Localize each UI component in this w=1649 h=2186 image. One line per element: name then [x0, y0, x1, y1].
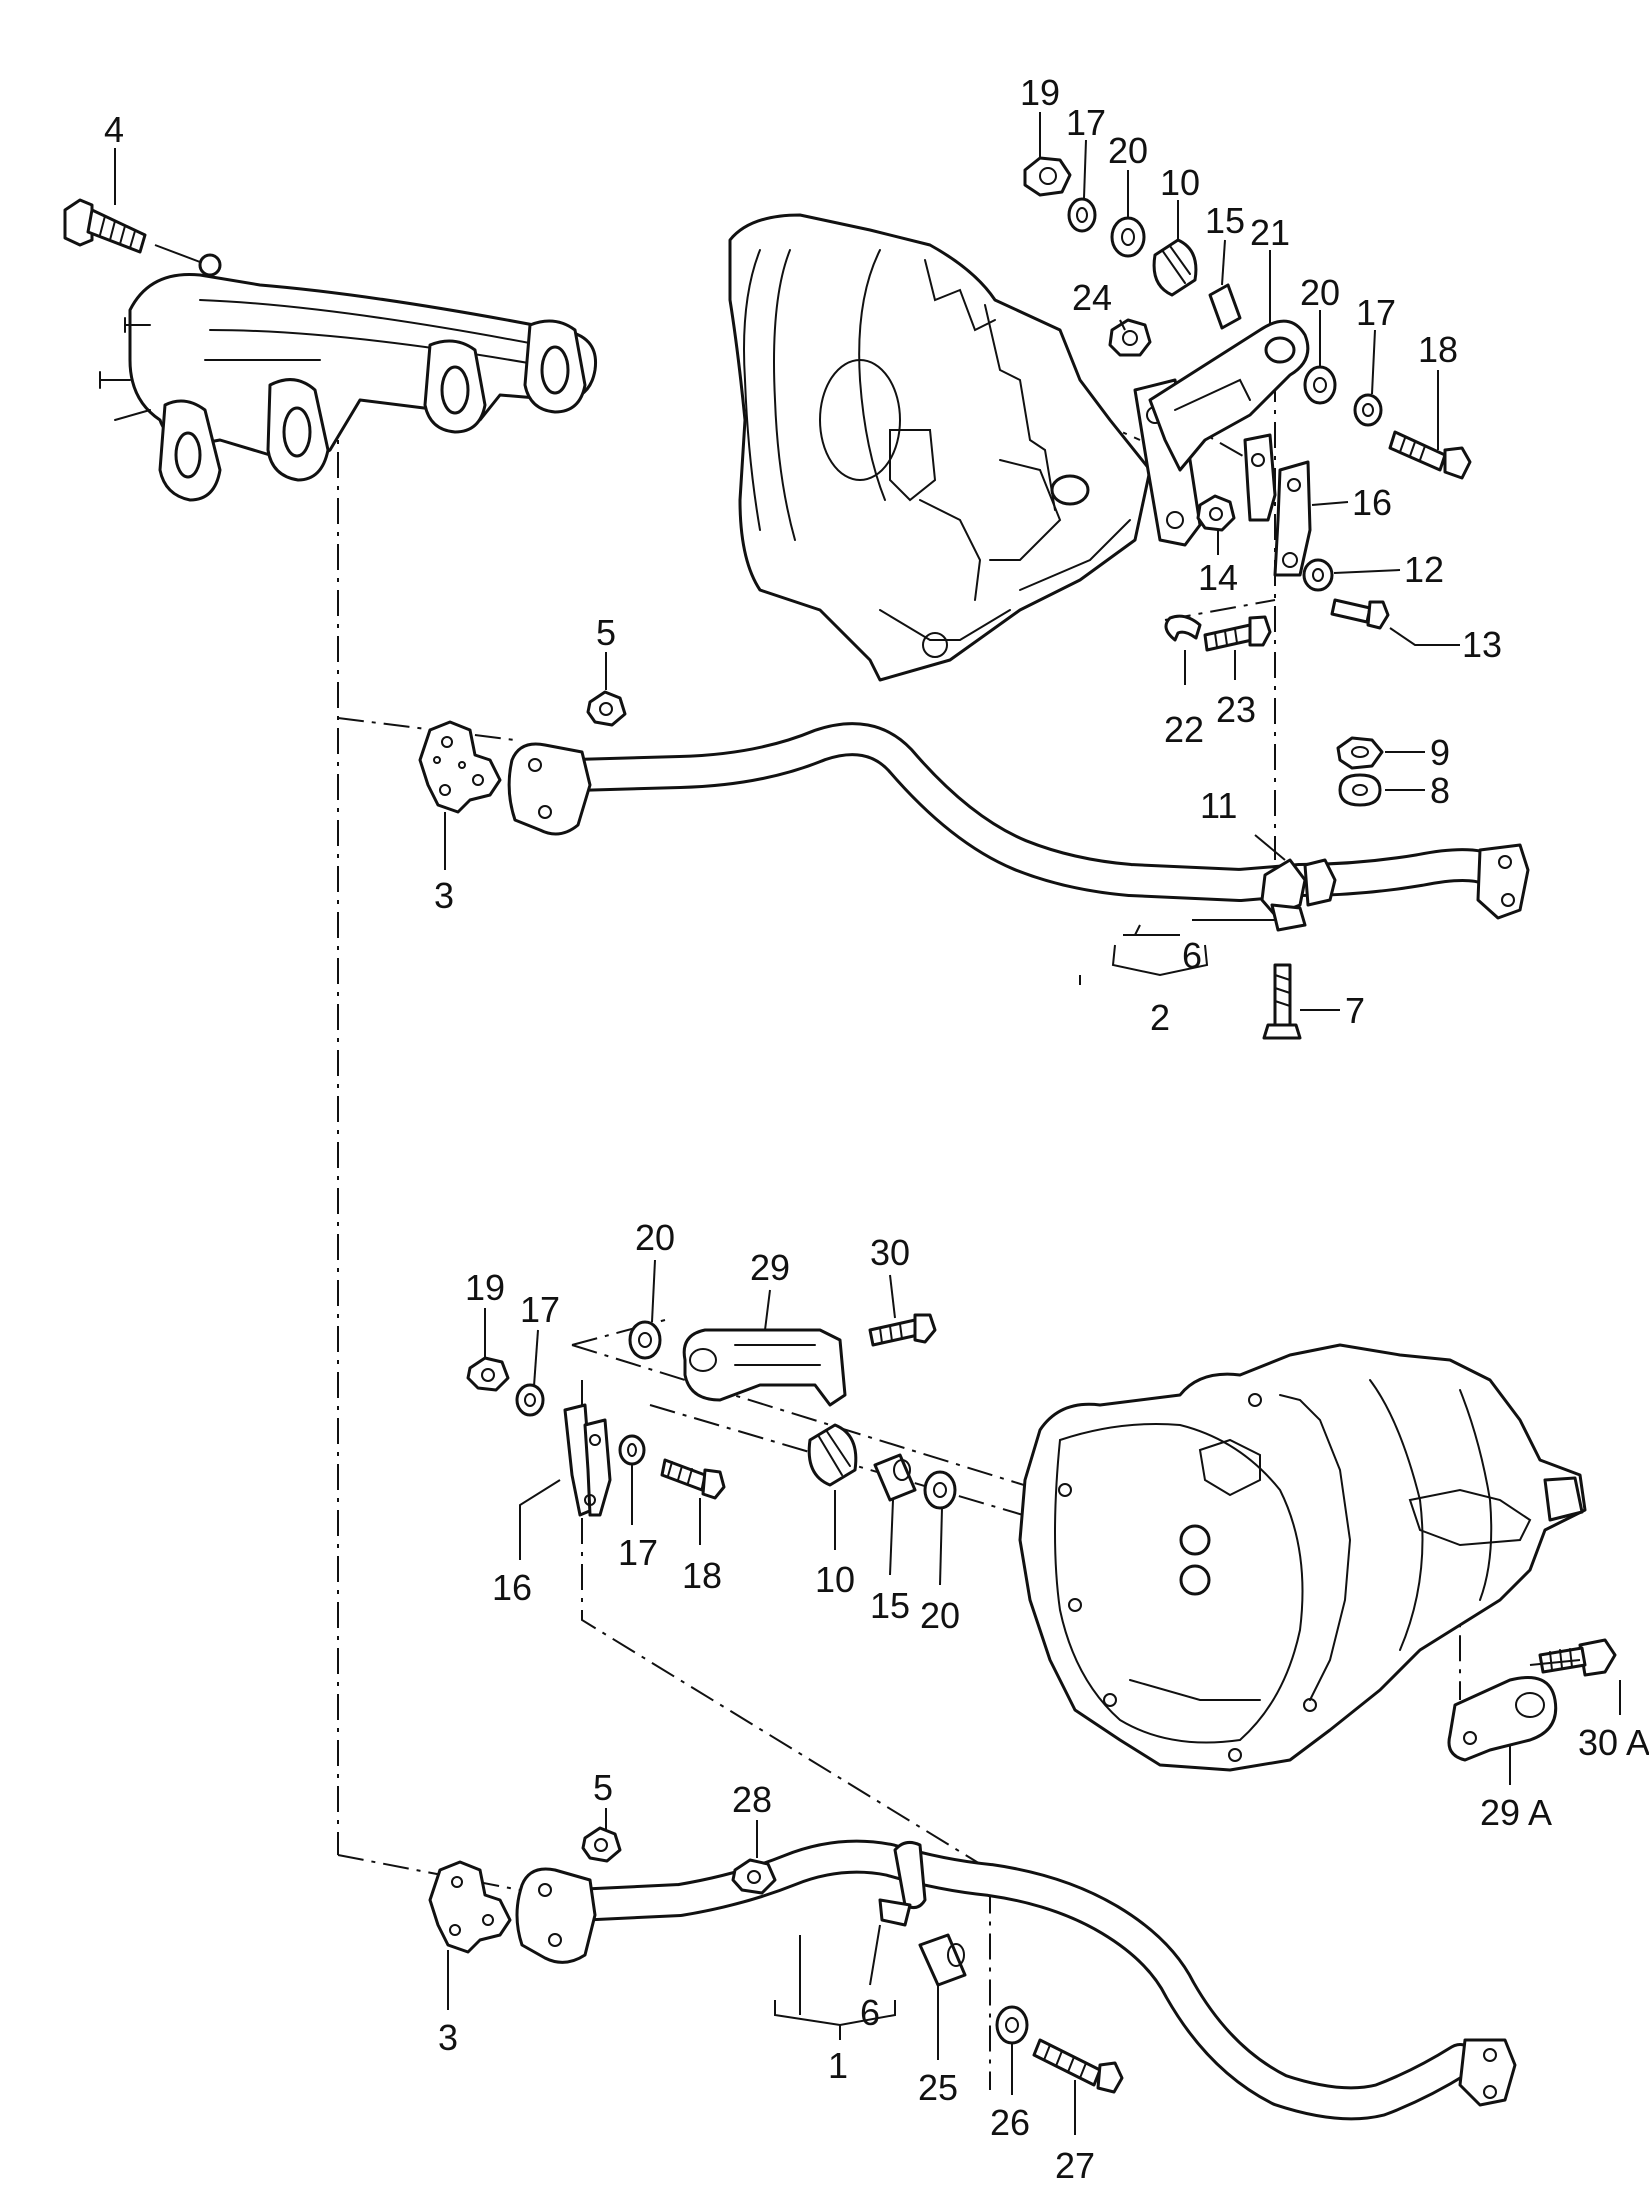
callout-29A: 29 A — [1480, 1792, 1552, 1833]
callout-11: 11 — [1200, 785, 1237, 826]
callout-16-lower: 16 — [492, 1567, 532, 1608]
callout-10-lower: 10 — [815, 1559, 855, 1600]
callout-30A: 30 A — [1578, 1722, 1649, 1763]
callout-10-upper: 10 — [1160, 162, 1200, 203]
callout-3-lower: 3 — [438, 2017, 458, 2058]
front-pipe-lower — [515, 1839, 1517, 2121]
callout-15-lower: 15 — [870, 1585, 910, 1626]
callout-18-lower: 18 — [682, 1555, 722, 1596]
callout-16-upper: 16 — [1352, 482, 1392, 523]
callout-17-upper-right: 17 — [1356, 292, 1396, 333]
upper-hardware — [1023, 156, 1472, 652]
callout-20-lower-top: 20 — [635, 1217, 675, 1258]
callout-22: 22 — [1164, 709, 1204, 750]
nut-5-lower — [581, 1826, 622, 1863]
nut-28 — [731, 1858, 777, 1895]
front-pipe-upper — [507, 722, 1530, 932]
bracket-21 — [1148, 319, 1310, 472]
callout-9: 9 — [1430, 732, 1450, 773]
callout-17-lower-top: 17 — [520, 1289, 560, 1330]
callout-6-upper: 6 — [1182, 935, 1202, 976]
callout-13: 13 — [1462, 624, 1502, 665]
exhaust-manifold — [99, 253, 598, 502]
bolt-4 — [63, 198, 201, 263]
callout-17-upper-left: 17 — [1066, 102, 1106, 143]
callout-6-lower: 6 — [860, 1992, 880, 2033]
bracket-29A — [1447, 1676, 1558, 1762]
callout-20-lower: 20 — [920, 1595, 960, 1636]
callout-18-upper: 18 — [1418, 329, 1458, 370]
callout-21: 21 — [1250, 212, 1290, 253]
callout-24: 24 — [1072, 277, 1112, 318]
gasket-3-upper — [418, 720, 502, 814]
callout-15-upper: 15 — [1205, 200, 1245, 241]
callout-14: 14 — [1198, 557, 1238, 598]
nut-5-upper — [586, 690, 627, 727]
callout-30: 30 — [870, 1232, 910, 1273]
callout-3-upper: 3 — [434, 875, 454, 916]
callout-23: 23 — [1216, 689, 1256, 730]
callout-17-lower: 17 — [618, 1532, 658, 1573]
automatic-transmission-housing — [728, 213, 1152, 682]
callout-4: 4 — [104, 109, 124, 150]
callout-5-lower: 5 — [593, 1767, 613, 1808]
callout-20-upper-right: 20 — [1300, 272, 1340, 313]
callout-2: 2 — [1150, 997, 1170, 1038]
hardware-25-26-27 — [918, 1933, 1124, 2094]
callout-5-upper: 5 — [596, 612, 616, 653]
manual-transmission-housing — [1018, 1343, 1587, 1772]
callout-labels: 4 19 17 20 10 15 21 24 20 17 18 16 14 12… — [104, 72, 1649, 2186]
lower-hardware — [466, 1313, 957, 1517]
callout-26: 26 — [990, 2102, 1030, 2143]
callout-12: 12 — [1404, 549, 1444, 590]
hardware-7-8-9 — [1262, 736, 1384, 1040]
bracket-29 — [682, 1328, 847, 1407]
gasket-3-lower — [428, 1860, 512, 1954]
callout-19-upper: 19 — [1020, 72, 1060, 113]
callout-8: 8 — [1430, 770, 1450, 811]
callout-29: 29 — [750, 1247, 790, 1288]
callout-1: 1 — [828, 2045, 848, 2086]
callout-20-upper-left: 20 — [1108, 130, 1148, 171]
callout-28: 28 — [732, 1779, 772, 1820]
bolt-30A — [1529, 1638, 1617, 1677]
callout-25: 25 — [918, 2067, 958, 2108]
callout-19-lower: 19 — [465, 1267, 505, 1308]
leader-lines — [114, 112, 1621, 2135]
callout-27: 27 — [1055, 2145, 1095, 2186]
callout-7: 7 — [1345, 990, 1365, 1031]
